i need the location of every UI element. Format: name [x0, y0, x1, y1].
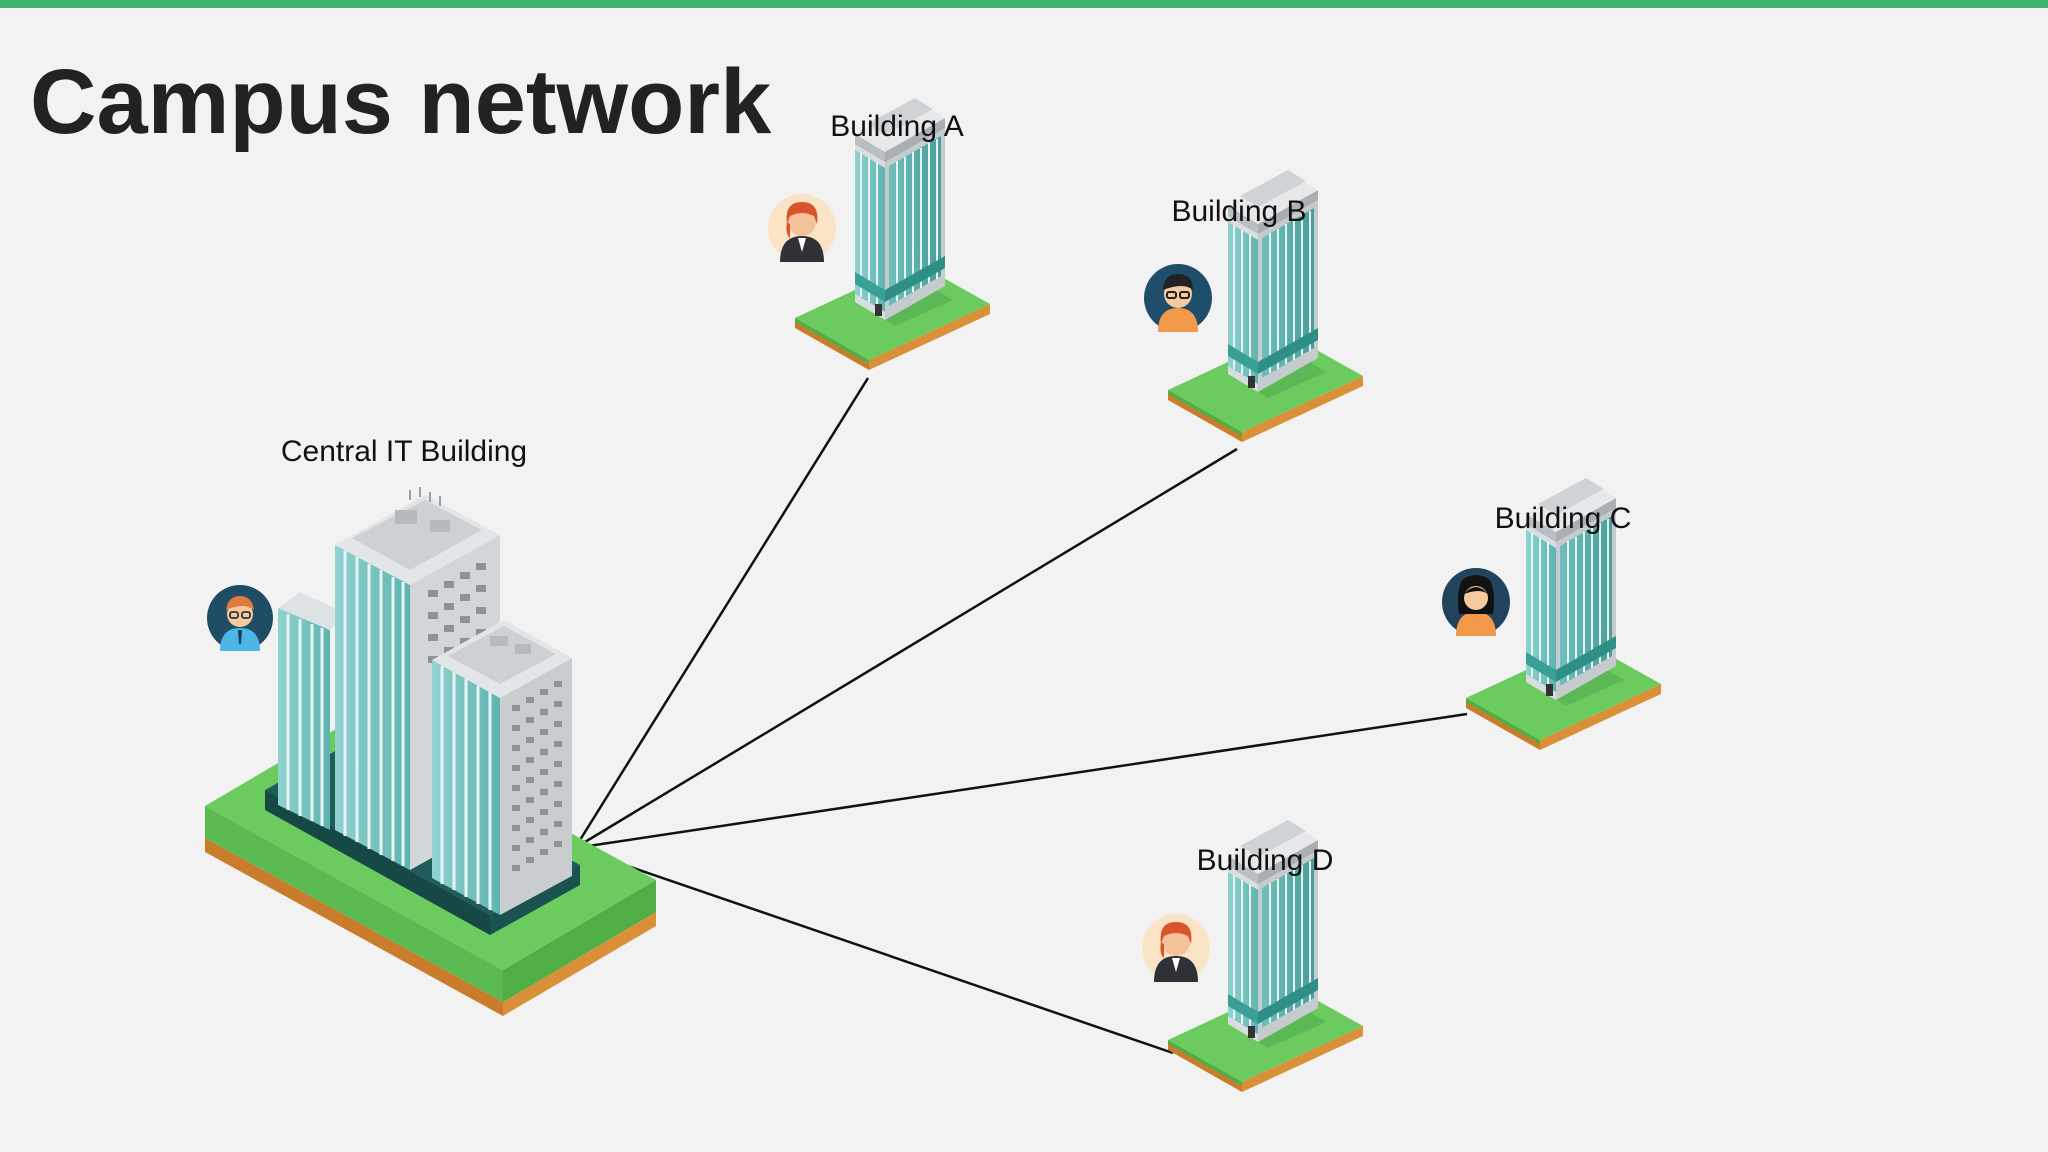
building-d-label: Building D — [1196, 844, 1334, 877]
woman-red-hair-avatar-icon — [768, 194, 836, 262]
building-c-label: Building C — [1494, 502, 1632, 535]
link-building-b — [574, 447, 1238, 850]
building-a-label: Building A — [830, 110, 964, 143]
link-building-a — [573, 377, 870, 849]
link-building-c — [574, 712, 1468, 850]
woman-red-hair-avatar-icon — [1142, 914, 1210, 982]
network-links — [573, 377, 1468, 1055]
office-complex-icon — [205, 487, 656, 1016]
hub-label: Central IT Building — [280, 435, 528, 468]
building-b-label: Building B — [1171, 195, 1307, 228]
page-title: Campus network — [30, 51, 772, 153]
man-with-glasses-avatar-icon — [206, 584, 274, 652]
accent-bar — [0, 0, 2048, 8]
link-building-d — [574, 846, 1174, 1055]
man-with-glasses-avatar-icon — [1143, 263, 1213, 333]
woman-dark-hair-avatar-icon — [1442, 568, 1510, 636]
